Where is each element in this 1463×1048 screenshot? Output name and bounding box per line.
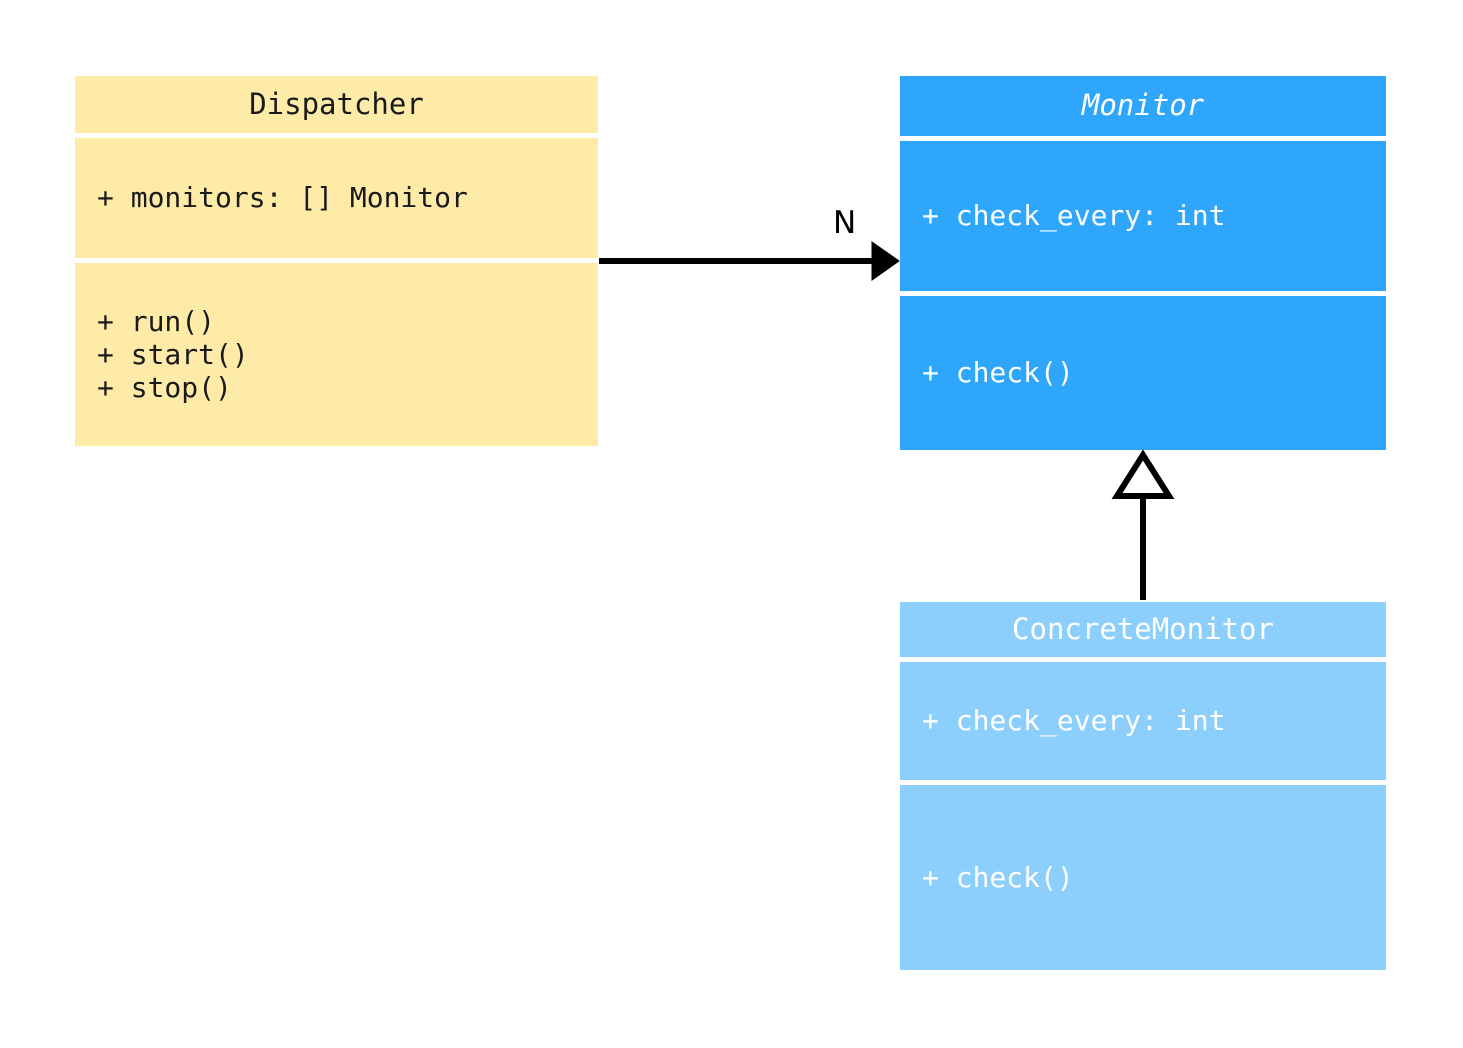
uml-class-concretemonitor[interactable]: ConcreteMonitor + check_every: int + che…	[900, 602, 1386, 970]
uml-class-monitor[interactable]: Monitor + check_every: int + check()	[900, 76, 1386, 450]
class-methods-monitor: + check()	[900, 296, 1386, 450]
class-title-monitor: Monitor	[900, 76, 1386, 136]
compartment-divider	[75, 133, 598, 138]
attribute-row: + check_every: int	[922, 199, 1226, 233]
method-row: + check()	[922, 860, 1074, 894]
association-multiplicity-label: N	[833, 205, 857, 241]
class-title-concretemonitor: ConcreteMonitor	[900, 602, 1386, 657]
class-attributes-monitor: + check_every: int	[900, 141, 1386, 291]
filled-triangle-arrowhead-icon	[871, 241, 900, 281]
method-row: + stop()	[97, 371, 232, 405]
class-attributes-dispatcher: + monitors: [] Monitor	[75, 138, 598, 258]
generalization-concretemonitor-monitor	[1111, 449, 1175, 600]
compartment-divider	[900, 657, 1386, 662]
association-dispatcher-monitor	[599, 241, 900, 281]
hollow-triangle-arrowhead-icon	[1111, 449, 1175, 499]
compartment-divider	[900, 291, 1386, 296]
class-attributes-concretemonitor: + check_every: int	[900, 662, 1386, 780]
compartment-divider	[900, 780, 1386, 785]
method-row: + check()	[922, 356, 1074, 390]
compartment-divider	[75, 258, 598, 263]
uml-class-dispatcher[interactable]: Dispatcher + monitors: [] Monitor + run(…	[75, 76, 598, 446]
class-methods-concretemonitor: + check()	[900, 785, 1386, 970]
class-methods-dispatcher: + run() + start() + stop()	[75, 263, 598, 446]
compartment-divider	[900, 136, 1386, 141]
method-row: + run()	[97, 304, 216, 338]
attribute-row: + check_every: int	[922, 704, 1226, 738]
attribute-row: + monitors: [] Monitor	[97, 181, 468, 215]
method-row: + start()	[97, 337, 249, 371]
class-title-dispatcher: Dispatcher	[75, 76, 598, 133]
